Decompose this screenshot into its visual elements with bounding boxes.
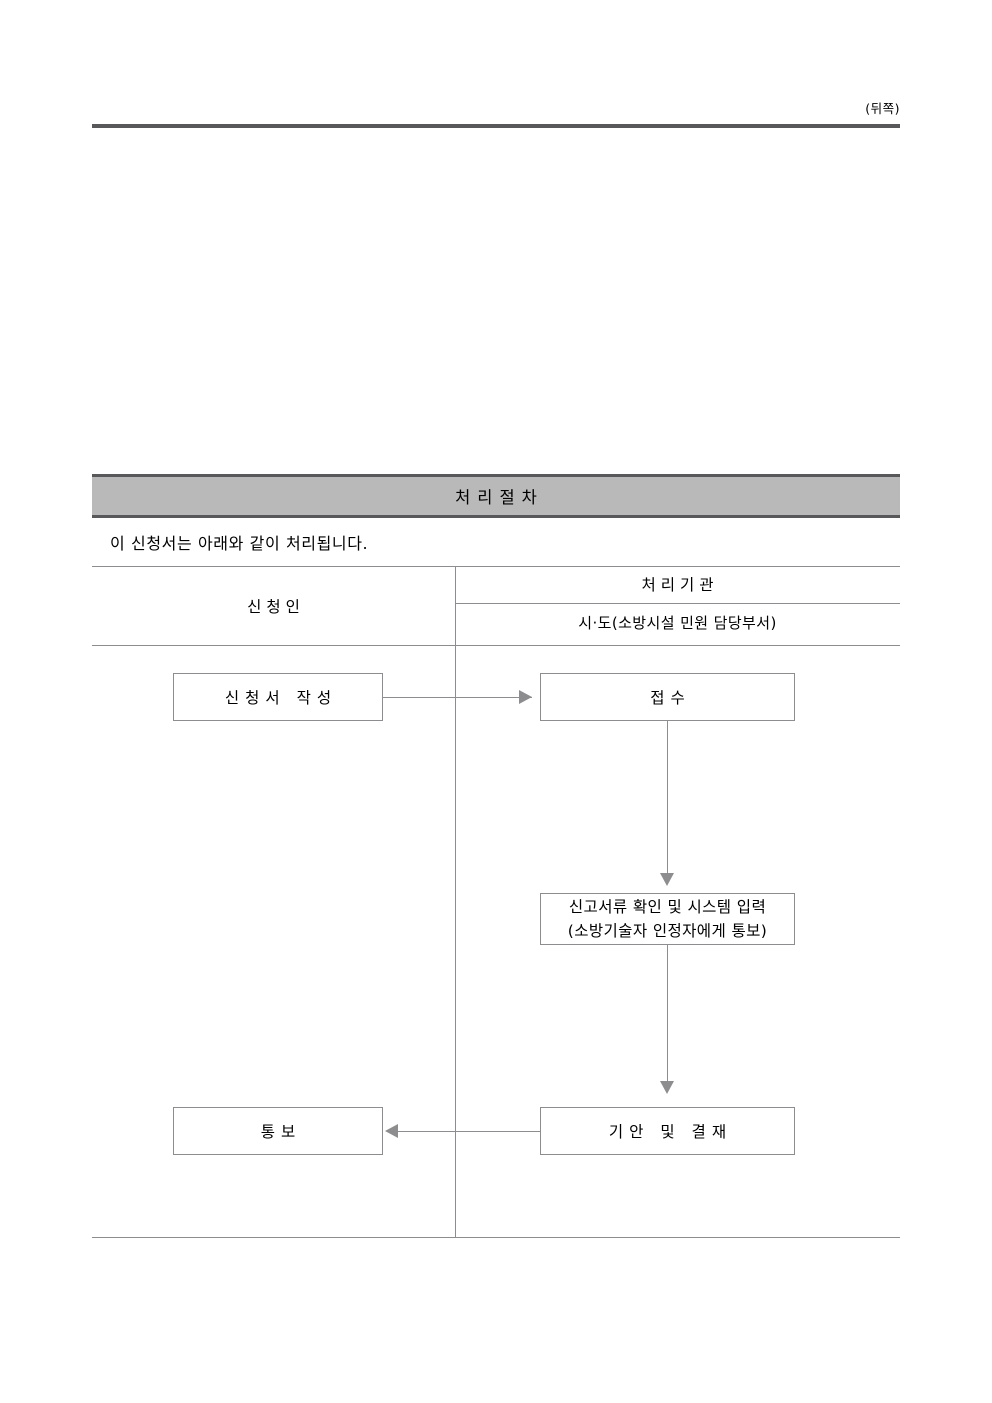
arrow-down-icon	[660, 1081, 674, 1094]
connector-receive-to-check	[667, 721, 668, 873]
flow-node-check: 신고서류 확인 및 시스템 입력 (소방기술자 인정자에게 통보)	[540, 893, 795, 945]
connector-draft-to-notify	[393, 1131, 540, 1132]
flow-node-apply: 신청서 작성	[173, 673, 383, 721]
arrow-down-icon	[660, 873, 674, 886]
flow-node-check-label-line1: 신고서류 확인 및 시스템 입력	[568, 897, 767, 916]
section-title-bar: 처리절차	[92, 474, 900, 518]
connector-apply-to-receive	[383, 697, 532, 698]
flow-node-check-label: 신고서류 확인 및 시스템 입력 (소방기술자 인정자에게 통보)	[568, 895, 767, 943]
flow-node-notify: 통보	[173, 1107, 383, 1155]
agency-subheader-divider	[455, 603, 900, 604]
column-header-applicant: 신청인	[247, 598, 305, 616]
flow-node-notify-label: 통보	[260, 1123, 302, 1141]
section-intro-text: 이 신청서는 아래와 같이 처리됩니다.	[110, 534, 369, 553]
section-title-text: 처리절차	[455, 488, 544, 507]
flow-node-apply-label: 신청서 작성	[224, 689, 338, 707]
table-bottom-rule	[92, 1237, 900, 1238]
connector-check-to-draft	[667, 945, 668, 1081]
flow-node-receive-label: 접수	[650, 689, 691, 707]
top-horizontal-rule	[92, 124, 900, 128]
arrow-left-icon	[385, 1124, 398, 1138]
page-side-label: (뒤쪽)	[865, 101, 900, 116]
column-divider	[455, 566, 456, 1237]
flow-node-draft-label: 기안 및 결재	[608, 1123, 733, 1141]
flow-node-check-label-line2: (소방기술자 인정자에게 통보)	[567, 922, 768, 940]
arrow-right-icon	[519, 690, 532, 704]
flow-node-receive: 접수	[540, 673, 795, 721]
table-header-top-rule	[92, 566, 900, 567]
table-header-bottom-rule	[92, 645, 900, 646]
flow-node-draft: 기안 및 결재	[540, 1107, 795, 1155]
column-header-agency: 처리기관	[641, 576, 719, 594]
column-subheader-agency-department: 시·도(소방시설 민원 담당부서)	[578, 614, 777, 632]
